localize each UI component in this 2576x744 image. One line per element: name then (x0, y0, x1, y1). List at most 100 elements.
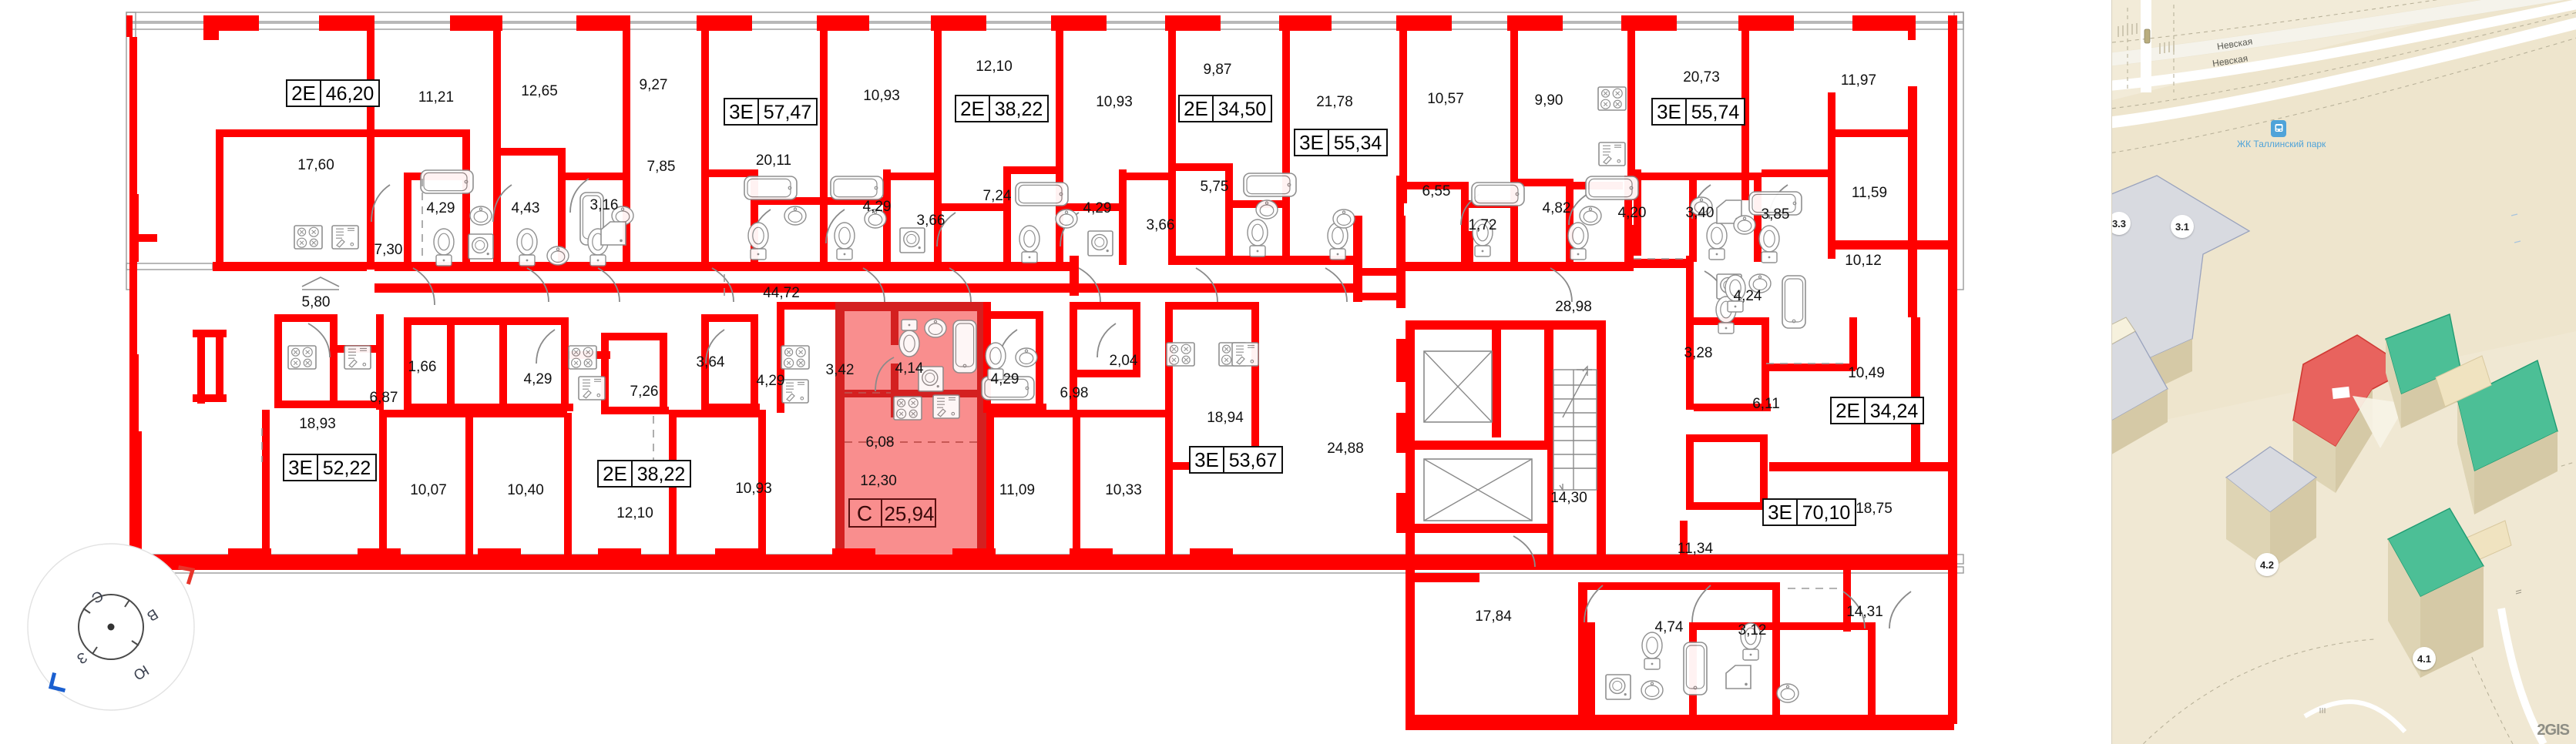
room-area-label: 3,66 (917, 213, 945, 229)
room-area-label: 6,55 (1422, 183, 1451, 199)
room-area-label: 20,73 (1683, 69, 1720, 85)
room-area-label: 7,30 (374, 242, 403, 258)
room-area-label: 17,84 (1475, 608, 1512, 625)
room-area-label: 4,82 (1543, 200, 1571, 216)
wall-group-topright (1282, 86, 1954, 317)
wall-group-top (126, 15, 1957, 274)
apartment-area-value: 70,10 (1802, 502, 1851, 524)
map-badge-4-1[interactable]: 4.1 (2413, 647, 2436, 670)
room-area-label: 11,97 (1841, 72, 1876, 89)
room-area-label: 10,33 (1105, 482, 1142, 498)
svg-text:25,94: 25,94 (884, 502, 934, 525)
room-area-label: 4,74 (1655, 619, 1684, 635)
apartment-badge[interactable]: 3Е 55,74 (1651, 98, 1745, 126)
floor-plan-panel[interactable]: С 25,94 (0, 0, 2111, 744)
room-area-label: 6,08 (866, 434, 895, 451)
apartment-type-code: 2Е (1184, 97, 1208, 120)
room-area-label: 12,30 (860, 473, 897, 489)
floor-plan-svg: С 25,94 (126, 12, 1964, 730)
room-area-label: 7,85 (647, 159, 676, 175)
map-badge-3-3[interactable]: 3.3 (2112, 212, 2131, 235)
bus-stop-icon (2271, 120, 2286, 137)
apartment-type-code: 2Е (960, 97, 985, 120)
room-area-label: 3,12 (1738, 622, 1767, 638)
room-area-label: 18,94 (1207, 410, 1244, 426)
room-area-label: 10,57 (1427, 91, 1464, 107)
room-area-label: 6,98 (1060, 385, 1089, 401)
apartment-type-code: 3Е (288, 456, 313, 479)
apartment-type-code: 2Е (291, 82, 316, 105)
room-area-label: 7,24 (983, 188, 1012, 204)
room-area-label: 3,42 (826, 362, 855, 378)
room-area-label: 4,20 (1618, 205, 1647, 221)
map-building-4-1 (2387, 508, 2484, 678)
apartment-badge[interactable]: 2Е 34,50 (1178, 95, 1272, 122)
apartment-badge[interactable]: 2Е 38,22 (597, 460, 691, 488)
room-area-label: 10,49 (1848, 365, 1885, 381)
elevator-stair-core (1396, 320, 1606, 567)
room-area-label: 17,60 (297, 157, 334, 173)
apartment-type-code: 3Е (1657, 100, 1681, 123)
room-area-label: 4,29 (757, 373, 785, 389)
poi-label-zhk: ЖК Таллинский парк (2237, 139, 2326, 149)
apartment-area-value: 55,34 (1334, 132, 1382, 154)
compass-rose: С В Ю З (22, 538, 200, 716)
compass-marker-blue (48, 672, 66, 693)
room-area-label: 6,87 (370, 390, 398, 406)
location-map-panel[interactable]: ЖК Таллинский парк Невская Невская 3.1 3… (2111, 0, 2576, 744)
apartment-badge[interactable]: 3Е 70,10 (1762, 498, 1856, 526)
room-area-label: 11,21 (418, 89, 454, 106)
room-area-label: 5,80 (302, 294, 331, 310)
room-area-label: 4,24 (1734, 288, 1762, 304)
apartment-badge[interactable]: 3Е 52,22 (283, 454, 377, 481)
plan-fixtures (287, 86, 1806, 703)
room-area-label: 10,07 (410, 482, 447, 498)
apartment-type-code: 3Е (1768, 501, 1792, 524)
wall-group-topmid (701, 163, 1285, 268)
apartment-badge[interactable]: 3Е 53,67 (1189, 446, 1283, 474)
room-area-label: 10,93 (863, 88, 900, 104)
highlighted-apartment[interactable]: С 25,94 (835, 302, 986, 565)
apartment-type-code: 3Е (1194, 448, 1219, 471)
room-area-label: 9,27 (640, 77, 668, 93)
room-area-labels: 17,60 7,30 5,80 11,21 12,65 9,27 7,85 4,29 4,43 3… (297, 59, 1893, 638)
room-area-label: 14,31 (1846, 604, 1883, 620)
apartment-area-value: 34,50 (1218, 99, 1267, 120)
apartment-area-value: 57,47 (764, 102, 812, 123)
room-area-label: 1,66 (408, 359, 437, 375)
apartment-type-code: 2Е (603, 462, 627, 485)
room-area-label: 4,29 (1083, 200, 1112, 216)
compass-marker-red (178, 565, 196, 585)
apartment-area-value: 53,67 (1229, 450, 1278, 471)
room-area-label: 24,88 (1327, 441, 1364, 457)
room-area-label: 4,29 (524, 371, 552, 387)
svg-text:С: С (857, 501, 872, 525)
room-area-label: 9,90 (1535, 92, 1563, 109)
wall-group-topleft (219, 129, 630, 268)
room-area-label: 12,65 (521, 83, 558, 99)
room-area-label: 10,40 (507, 482, 544, 498)
room-area-label: 4,29 (427, 200, 455, 216)
room-area-label: 11,59 (1852, 185, 1887, 201)
room-area-label: 14,30 (1550, 490, 1587, 506)
apartment-area-value: 38,22 (637, 464, 686, 485)
room-area-label: 4,29 (863, 199, 892, 215)
apartment-area-value: 55,74 (1691, 102, 1740, 123)
zone-dashes (261, 179, 1849, 589)
room-area-label: 1,72 (1469, 217, 1497, 233)
room-area-label: 4,43 (512, 200, 540, 216)
apartment-area-value: 52,22 (323, 457, 371, 479)
room-area-label: 5,75 (1201, 179, 1229, 195)
wall-group-center (193, 302, 843, 414)
apartment-type-code: 3Е (729, 100, 754, 123)
gis-logo: 2GIS (2537, 722, 2570, 739)
map-badge-3-1[interactable]: 3.1 (2171, 215, 2194, 238)
apartment-badge[interactable]: 3Е 57,47 (724, 98, 818, 126)
map-badge-4-2[interactable]: 4.2 (2255, 553, 2279, 576)
